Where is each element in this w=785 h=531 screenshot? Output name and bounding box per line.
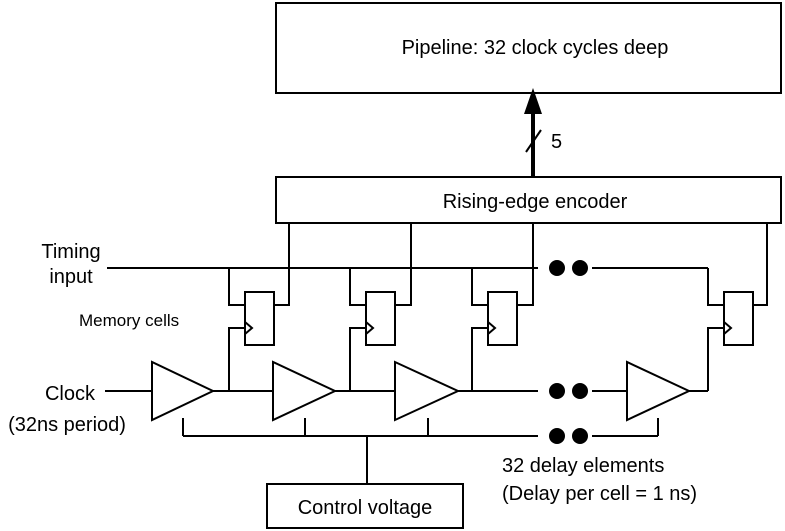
- bus-width-label: 5: [551, 131, 562, 153]
- memory-cell-3: [487, 291, 518, 346]
- bus-slash: [525, 129, 542, 153]
- memory-cell-4: [723, 291, 754, 346]
- ellipsis-clock: [549, 383, 588, 399]
- memory-cells-label: Memory cells: [79, 311, 179, 330]
- control-voltage-box: [266, 483, 464, 529]
- arrow-head-icon: [524, 88, 542, 114]
- clock-label-line1: Clock: [45, 383, 96, 405]
- timing-input-label-line1: Timing: [41, 241, 100, 263]
- clock-input-icon: [487, 321, 497, 335]
- ellipsis-control: [549, 428, 588, 444]
- delay-element-3: [394, 360, 461, 422]
- pipeline-box: [275, 2, 782, 94]
- encoder-box: [275, 176, 782, 224]
- delay-element-4: [626, 360, 692, 422]
- clock-label-line2: (32ns period): [8, 414, 126, 436]
- memory-cell-1: [244, 291, 275, 346]
- output-bus: [524, 88, 542, 177]
- clock-input-icon: [365, 321, 375, 335]
- delay-elements-label-line2: (Delay per cell = 1 ns): [502, 483, 697, 505]
- delay-element-2: [272, 360, 338, 422]
- delay-elements-label-line1: 32 delay elements: [502, 455, 664, 477]
- timing-input-label-line2: input: [49, 266, 93, 288]
- memory-cell-2: [365, 291, 396, 346]
- control-voltage-label: Control voltage: [298, 497, 433, 519]
- encoder-label: Rising-edge encoder: [443, 191, 628, 213]
- ellipsis-timing: [549, 260, 588, 276]
- clock-input-icon: [723, 321, 733, 335]
- pipeline-label: Pipeline: 32 clock cycles deep: [402, 37, 669, 59]
- clock-input-icon: [244, 321, 254, 335]
- delay-element-1: [151, 360, 216, 422]
- wiring: [105, 223, 768, 484]
